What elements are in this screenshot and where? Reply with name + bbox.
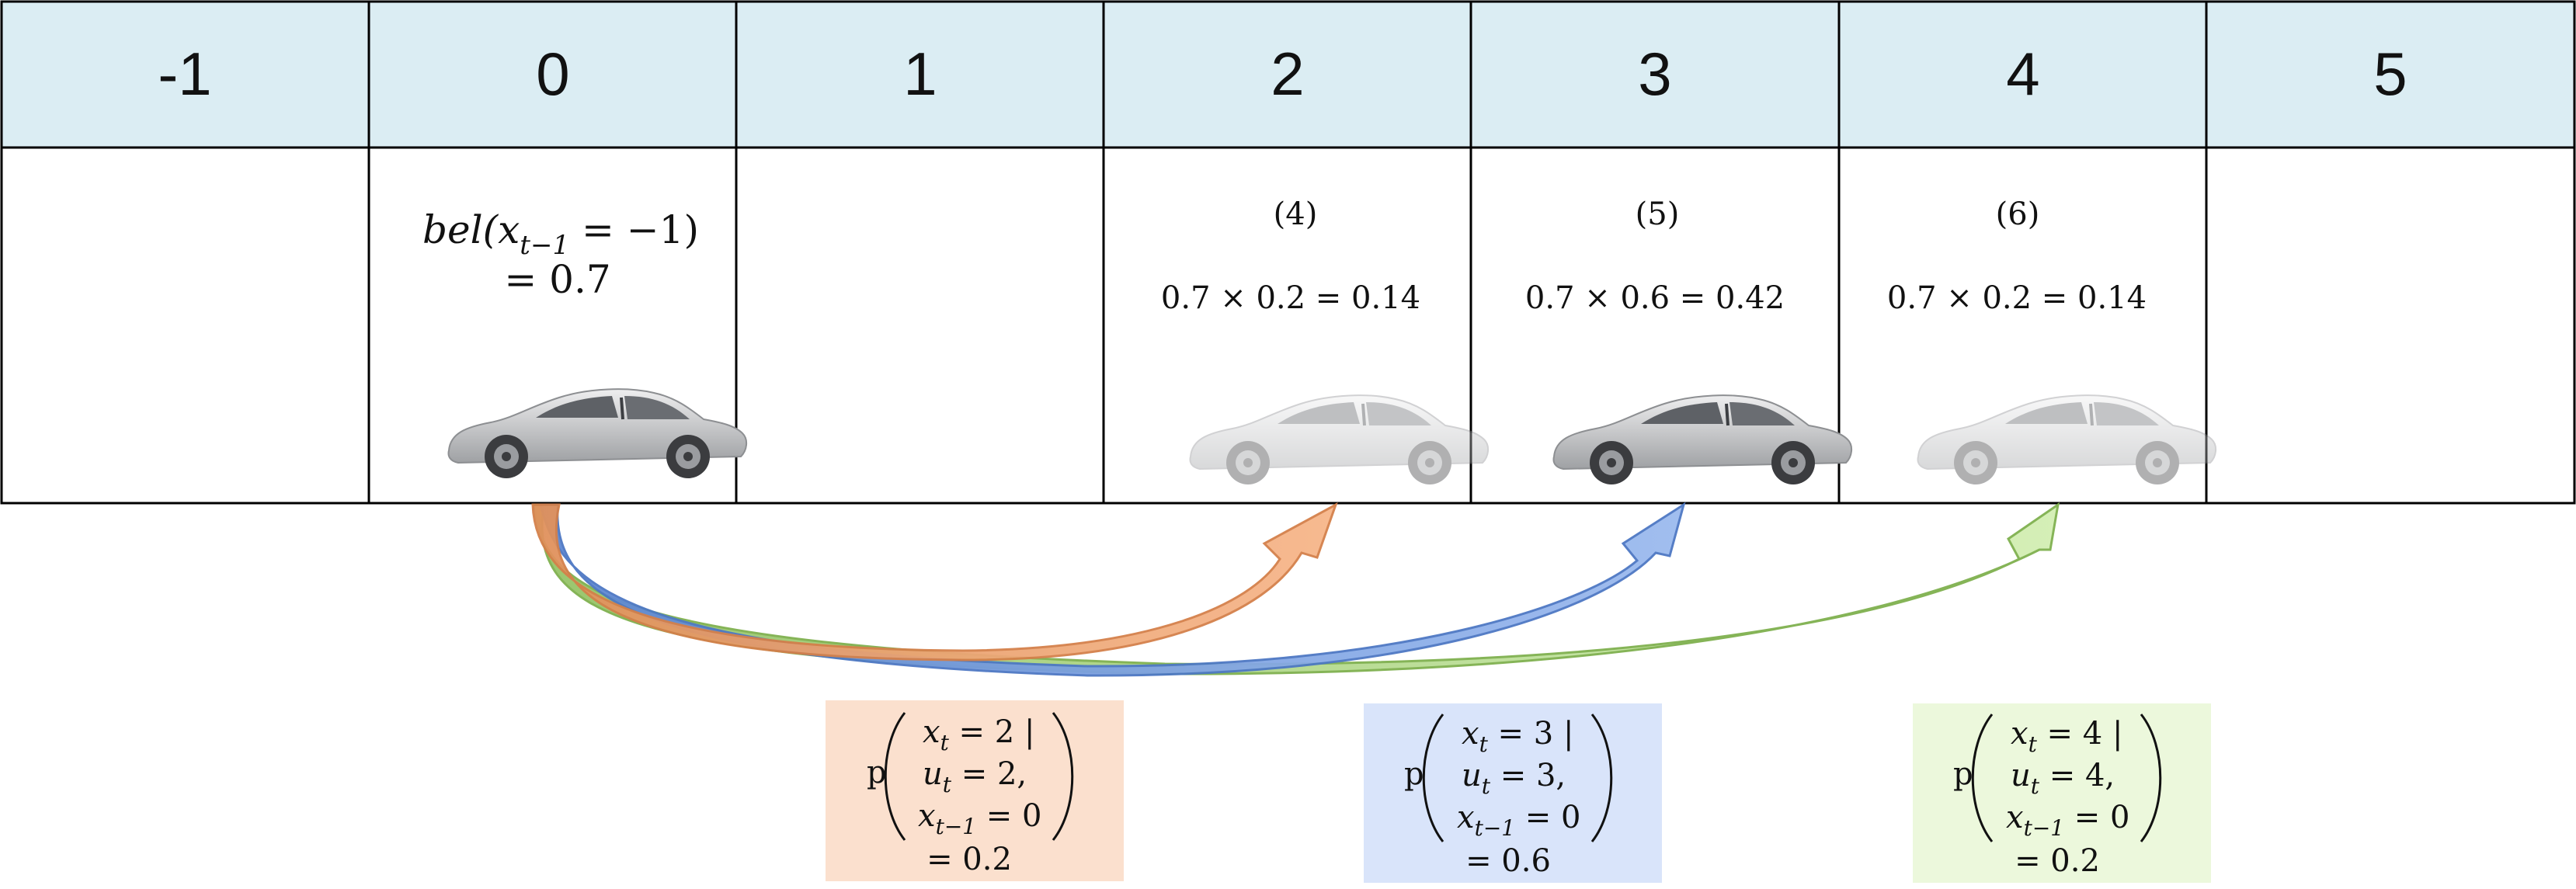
probability-box-3-result: = 0.2 <box>2015 843 2100 879</box>
cell-product-col4: 0.7 × 0.2 = 0.14 <box>1887 280 2147 316</box>
header-cell-4: 4 <box>2006 40 2039 108</box>
cell-product-col2: 0.7 × 0.2 = 0.14 <box>1161 280 1420 316</box>
cell-index-col2: (4) <box>1274 196 1318 232</box>
arrow-to-col2 <box>531 502 1338 662</box>
probability-box-2-line2: ut = 3, <box>1462 758 1566 799</box>
probability-box-3-left-paren <box>1971 714 1994 842</box>
probability-box-1-left-paren <box>884 712 906 841</box>
probability-box-3-right-paren <box>2140 714 2162 842</box>
probability-box-2-line3: xt−1 = 0 <box>1457 800 1581 841</box>
header-background <box>0 0 2576 149</box>
header-cell-1: 1 <box>903 40 937 108</box>
column-dividers <box>367 2 2208 503</box>
probability-box-2-bg <box>1364 703 1662 883</box>
header-cell-2: 2 <box>1271 40 1304 108</box>
probability-box-1-result: = 0.2 <box>926 842 1012 877</box>
probability-box-1-right-paren <box>1052 712 1074 841</box>
cell-index-col4: (6) <box>1996 196 2040 232</box>
probability-box-3-bg <box>1913 703 2211 883</box>
header-cell-5: 5 <box>2373 40 2407 108</box>
belief-expression: bel(xt−1 = −1) <box>422 207 699 261</box>
header-cell-neg1: -1 <box>158 40 211 108</box>
probability-box-2-left-paren <box>1422 714 1444 842</box>
probability-box-2-p: p <box>1404 756 1424 792</box>
belief-expr-sub: t−1 <box>520 230 569 261</box>
probability-box-1-p: p <box>867 755 887 790</box>
probability-box-3: p xt = 4 | ut = 4, xt−1 = 0 = 0.2 <box>1913 703 2211 883</box>
probability-box-1: p xt = 2 | ut = 2, xt−1 = 0 = 0.2 <box>826 700 1124 881</box>
probability-box-1-line3: xt−1 = 0 <box>918 798 1042 839</box>
probability-box-3-p: p <box>1953 756 1973 792</box>
probability-box-2-line1: xt = 3 | <box>1462 716 1573 757</box>
header-cell-0: 0 <box>536 40 569 108</box>
header-cell-3: 3 <box>1638 40 1671 108</box>
transition-arrows <box>531 502 2060 677</box>
belief-expr-right: = −1) <box>569 207 699 252</box>
belief-value: = 0.7 <box>504 257 610 302</box>
probability-box-1-line1: xt = 2 | <box>923 714 1034 755</box>
cell-product-col3: 0.7 × 0.6 = 0.42 <box>1525 280 1785 316</box>
probability-box-3-line1: xt = 4 | <box>2011 716 2122 757</box>
probability-box-1-bg <box>826 700 1124 881</box>
probability-box-3-line2: ut = 4, <box>2011 758 2115 799</box>
probability-box-3-line3: xt−1 = 0 <box>2006 800 2130 841</box>
belief-expr-left: bel(x <box>422 207 520 252</box>
probability-box-1-line2: ut = 2, <box>923 756 1027 797</box>
probability-box-2-right-paren <box>1590 714 1613 842</box>
probability-box-2-result: = 0.6 <box>1465 843 1551 879</box>
cell-index-col3: (5) <box>1636 196 1680 232</box>
probability-box-2: p xt = 3 | ut = 3, xt−1 = 0 = 0.6 <box>1364 703 1662 883</box>
header-row <box>0 0 2576 149</box>
